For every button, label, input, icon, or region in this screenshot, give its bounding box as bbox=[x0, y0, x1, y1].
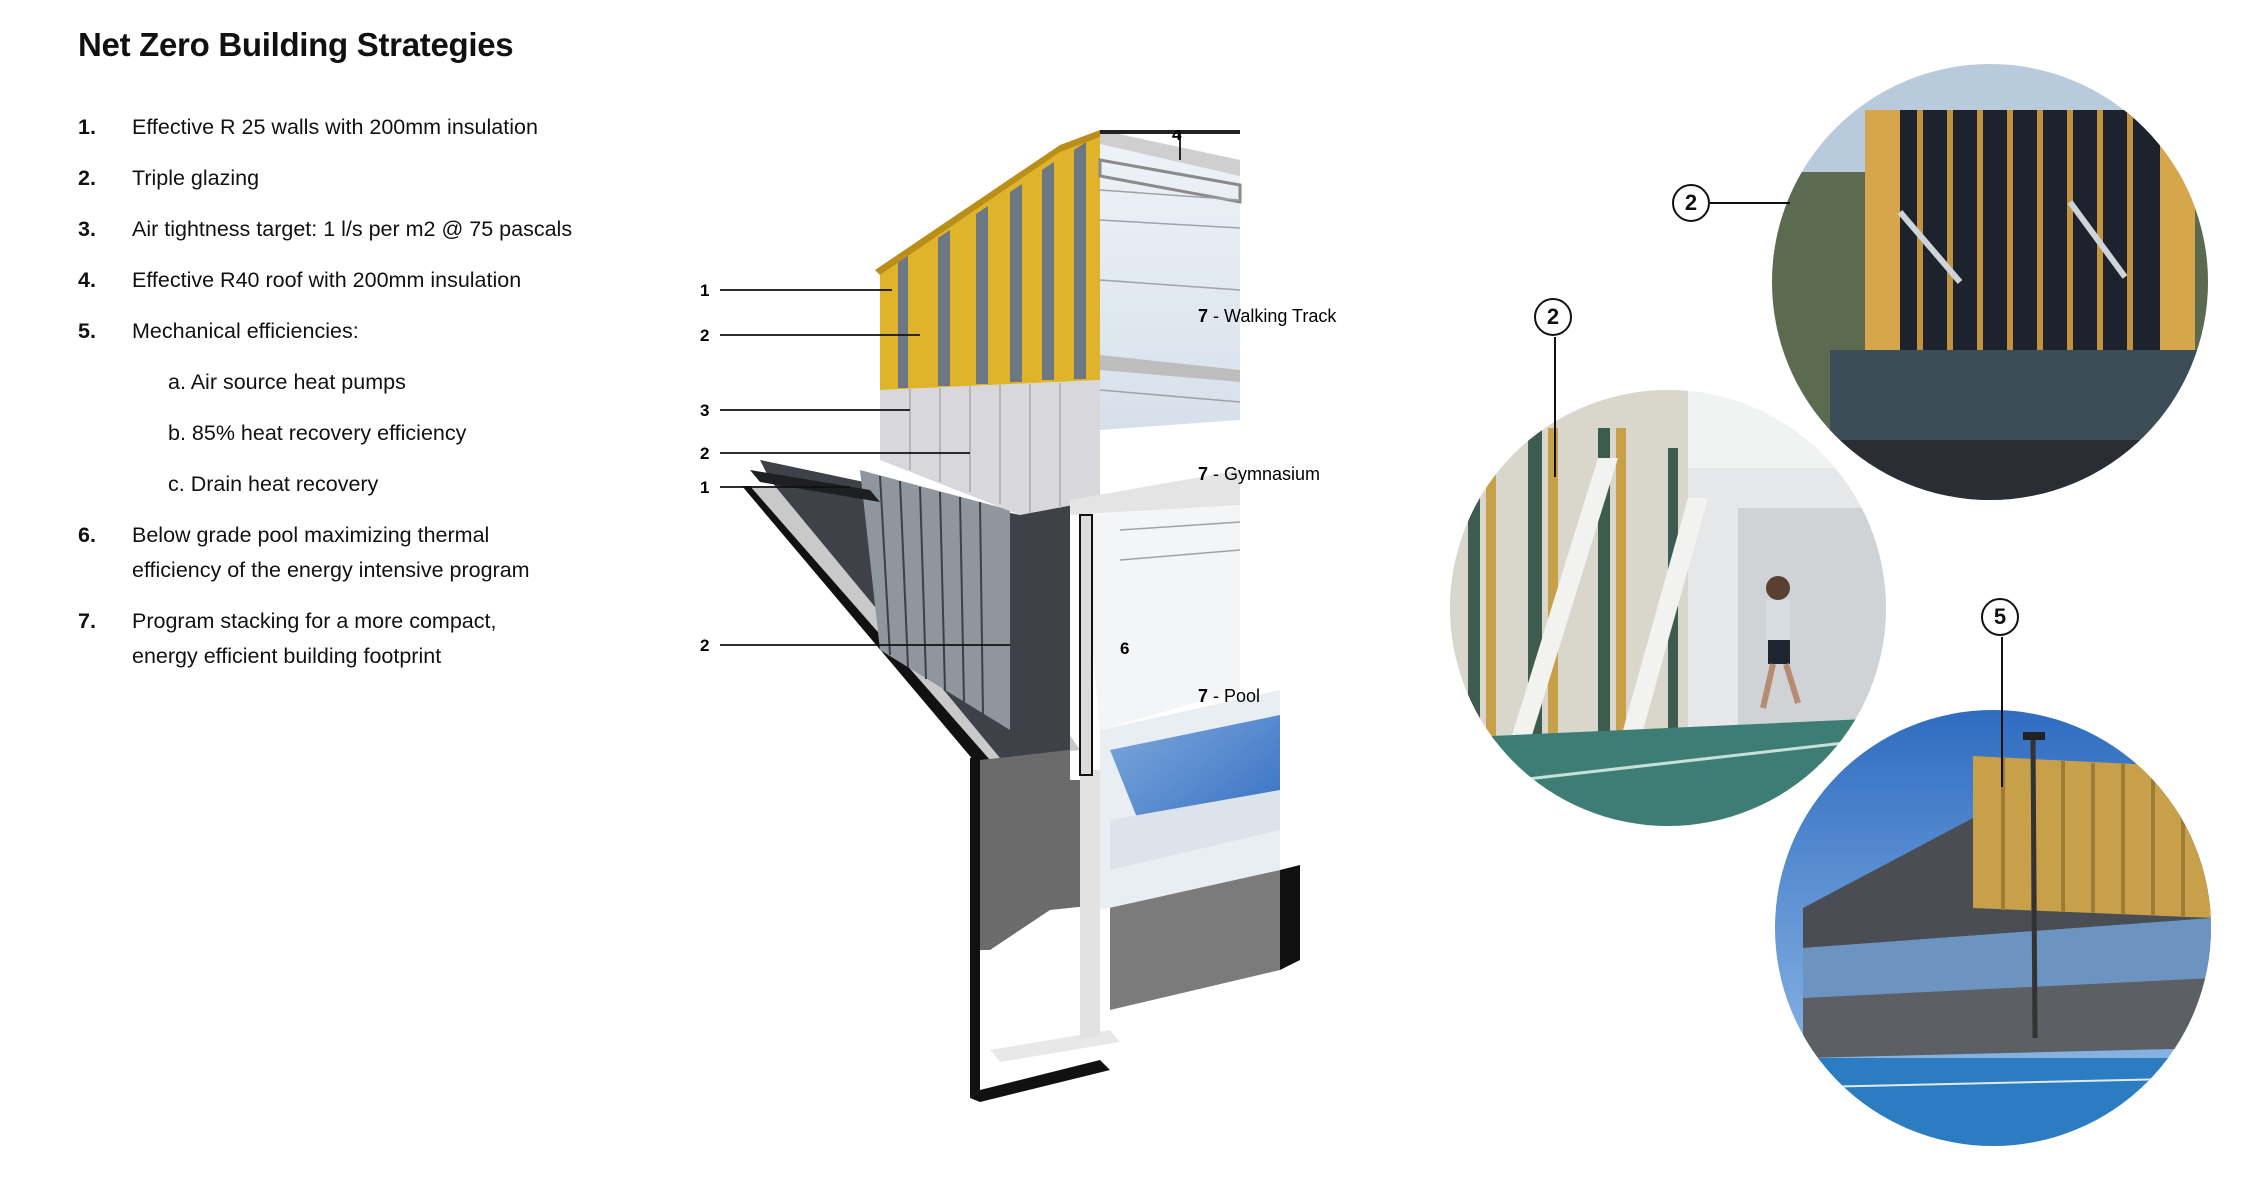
list-item-number: 3. bbox=[78, 217, 96, 241]
pool-slab-edge bbox=[1280, 865, 1300, 970]
section-label: 2 bbox=[700, 444, 709, 463]
program-label-walking-track: 7 - Walking Track bbox=[1198, 306, 1337, 326]
photo-callout: 2 bbox=[1534, 298, 1572, 336]
list-item-number: 7. bbox=[78, 609, 96, 633]
metal-cladding bbox=[880, 380, 1100, 515]
truss-lines bbox=[1099, 189, 1241, 561]
pool-wall bbox=[1080, 770, 1100, 1040]
list-item-number: 5. bbox=[78, 319, 96, 343]
leader-lines bbox=[720, 130, 1181, 646]
callout-leader bbox=[1554, 337, 1556, 477]
photo-exterior-court bbox=[1775, 710, 2211, 1146]
list-item-text: Below grade pool maximizing thermal bbox=[132, 523, 490, 547]
gold-fin-facade bbox=[880, 130, 1100, 390]
foundation-slab bbox=[990, 1030, 1120, 1062]
photo-callout: 2 bbox=[1672, 184, 1710, 222]
list-item-text: Effective R40 roof with 200mm insulation bbox=[132, 268, 522, 292]
photo-interior-walking-track bbox=[1450, 390, 1886, 826]
callout-leader bbox=[1710, 202, 1790, 204]
track-slab bbox=[1100, 355, 1240, 382]
section-label: 1 bbox=[700, 281, 709, 300]
list-item-text: Triple glazing bbox=[132, 166, 260, 190]
program-label-pool: 7 - Pool bbox=[1198, 686, 1260, 706]
list-item-text: efficiency of the energy intensive progr… bbox=[132, 558, 530, 582]
photo-exterior-gold-facade bbox=[1772, 64, 2208, 500]
section-interior-upper bbox=[1100, 130, 1240, 430]
glazing-strips bbox=[898, 142, 1086, 388]
section-label: 2 bbox=[700, 636, 709, 655]
storefront-mullions bbox=[879, 475, 984, 716]
list-item-text: Effective R 25 walls with 200mm insulati… bbox=[132, 115, 538, 139]
structural-column bbox=[1079, 514, 1093, 776]
roof-cap bbox=[1100, 130, 1240, 134]
below-grade-outline bbox=[970, 758, 980, 1098]
list-item-number: 1. bbox=[78, 115, 96, 139]
sub-item: b. 85% heat recovery efficiency bbox=[168, 421, 467, 445]
list-item-number: 6. bbox=[78, 523, 96, 547]
section-label: 3 bbox=[700, 401, 709, 420]
list-item-text: Program stacking for a more compact, bbox=[132, 609, 497, 633]
pool-floor-block bbox=[1110, 870, 1280, 1010]
section-label: 2 bbox=[700, 326, 709, 345]
sub-item: a. Air source heat pumps bbox=[168, 370, 406, 394]
roof-parapet bbox=[1098, 158, 1242, 204]
list-item-text: Air tightness target: 1 l/s per m2 @ 75 … bbox=[132, 217, 573, 241]
list-item-number: 4. bbox=[78, 268, 96, 292]
program-label-gymnasium: 7 - Gymnasium bbox=[1198, 464, 1320, 484]
list-item-text: Mechanical efficiencies: bbox=[132, 319, 359, 343]
page-title: Net Zero Building Strategies bbox=[78, 26, 514, 63]
section-label-roof: 4 bbox=[1172, 130, 1182, 144]
section-label-pool: 6 bbox=[1120, 639, 1129, 658]
ground-cut bbox=[742, 486, 990, 768]
pool-deck bbox=[1110, 790, 1280, 870]
building-section-diagram: 1 2 3 2 1 2 4 6 7 - Walking Track 7 - Gy… bbox=[700, 130, 1337, 1102]
list-item-number: 2. bbox=[78, 166, 96, 190]
foundation-base bbox=[970, 1060, 1110, 1102]
metal-cladding-joints bbox=[909, 383, 1061, 513]
section-label: 1 bbox=[700, 478, 709, 497]
sub-item: c. Drain heat recovery bbox=[168, 472, 379, 496]
canopy bbox=[750, 470, 880, 502]
gold-fin-top bbox=[875, 130, 1105, 275]
storefront-glazing bbox=[860, 470, 1010, 730]
photo-callout: 5 bbox=[1981, 598, 2019, 636]
callout-leader bbox=[2001, 637, 2003, 787]
gym-floor bbox=[1070, 470, 1240, 515]
list-item-text: energy efficient building footprint bbox=[132, 644, 442, 668]
roof-slab bbox=[1100, 130, 1240, 176]
section-interior-lower bbox=[1080, 505, 1240, 730]
